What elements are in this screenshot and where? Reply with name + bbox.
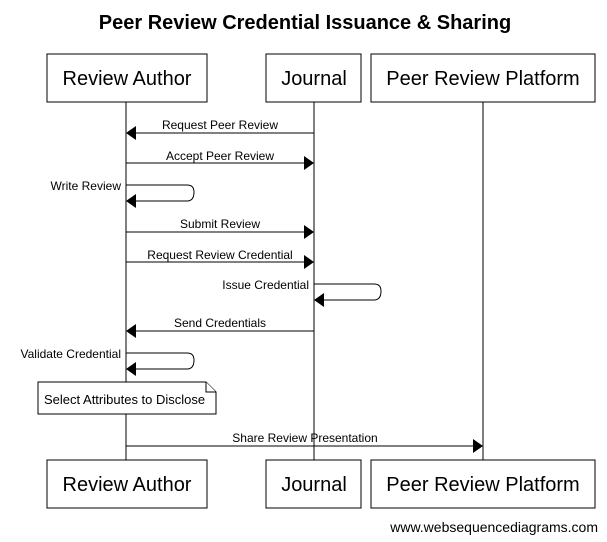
actor-bottom-journal: Journal	[265, 459, 362, 509]
message-send-credentials: Send Credentials	[126, 316, 314, 338]
message-share-review-presentation: Share Review Presentation	[126, 431, 483, 453]
arrowhead-icon	[314, 293, 324, 307]
actor-label: Journal	[281, 474, 347, 496]
actor-top-review-author: Review Author	[46, 53, 208, 103]
actor-bottom-review-author: Review Author	[46, 459, 208, 509]
note-label: Select Attributes to Disclose	[44, 392, 205, 407]
message-accept-peer-review: Accept Peer Review	[126, 149, 314, 170]
message-issue-credential: Issue Credential	[222, 278, 382, 307]
message-request-peer-review: Request Peer Review	[126, 118, 314, 140]
actor-label: Review Author	[63, 474, 192, 496]
arrowhead-icon	[304, 225, 314, 239]
message-label: Write Review	[51, 179, 122, 193]
actor-label: Journal	[281, 68, 347, 90]
arrowhead-icon	[126, 324, 136, 338]
message-label: Share Review Presentation	[232, 431, 377, 445]
actor-label: Peer Review Platform	[386, 474, 579, 496]
message-validate-credential: Validate Credential	[20, 347, 195, 376]
diagram-title: Peer Review Credential Issuance & Sharin…	[99, 12, 511, 34]
message-label: Issue Credential	[222, 278, 309, 292]
message-request-review-credential: Request Review Credential	[126, 248, 314, 269]
arrowhead-icon	[304, 156, 314, 170]
actor-label: Review Author	[63, 68, 192, 90]
message-label: Request Review Credential	[147, 248, 292, 262]
message-label: Accept Peer Review	[166, 149, 274, 163]
arrowhead-icon	[126, 194, 136, 208]
note-select-attributes: Select Attributes to Disclose	[37, 381, 217, 415]
message-label: Validate Credential	[20, 347, 121, 361]
footer-watermark: www.websequencediagrams.com	[389, 519, 598, 535]
actor-top-peer-review-platform: Peer Review Platform	[370, 53, 596, 103]
actor-bottom-peer-review-platform: Peer Review Platform	[370, 459, 596, 509]
message-submit-review: Submit Review	[126, 217, 314, 239]
actor-label: Peer Review Platform	[386, 68, 579, 90]
message-write-review: Write Review	[51, 179, 195, 208]
message-label: Submit Review	[180, 217, 260, 231]
arrowhead-icon	[473, 439, 483, 453]
actor-top-journal: Journal	[265, 53, 362, 103]
arrowhead-icon	[304, 255, 314, 269]
message-label: Request Peer Review	[162, 118, 278, 132]
arrowhead-icon	[126, 126, 136, 140]
arrowhead-icon	[126, 362, 136, 376]
message-label: Send Credentials	[174, 316, 266, 330]
